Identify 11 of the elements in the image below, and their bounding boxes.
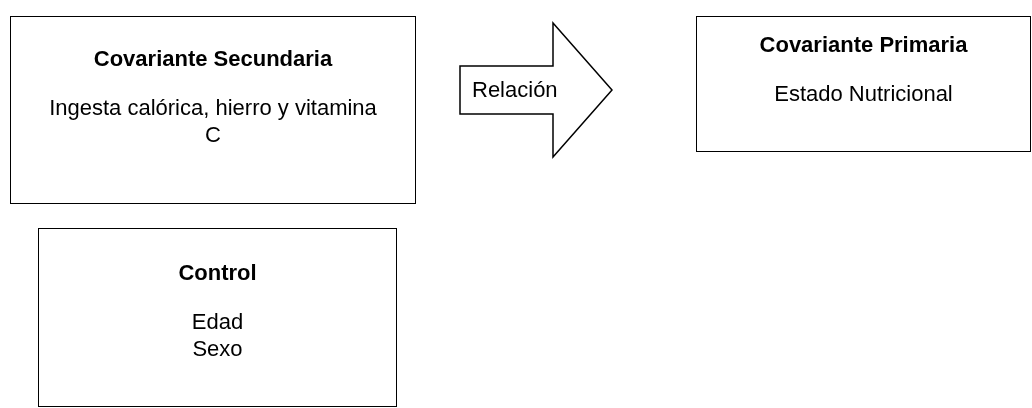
text-box	[38, 228, 397, 407]
text-box	[10, 16, 416, 204]
text-box	[696, 16, 1031, 152]
box-heading: Covariante Secundaria	[93, 45, 333, 72]
box-text: Ingesta calórica, hierro y vitamina C	[48, 94, 378, 148]
box-heading: Control	[178, 259, 257, 286]
box-text: Edad Sexo	[190, 308, 245, 362]
box-text: Estado Nutricional	[774, 80, 953, 107]
box-heading: Covariante Primaria	[759, 31, 968, 58]
block-arrow	[459, 21, 613, 159]
edge-label: Relación	[472, 77, 558, 103]
